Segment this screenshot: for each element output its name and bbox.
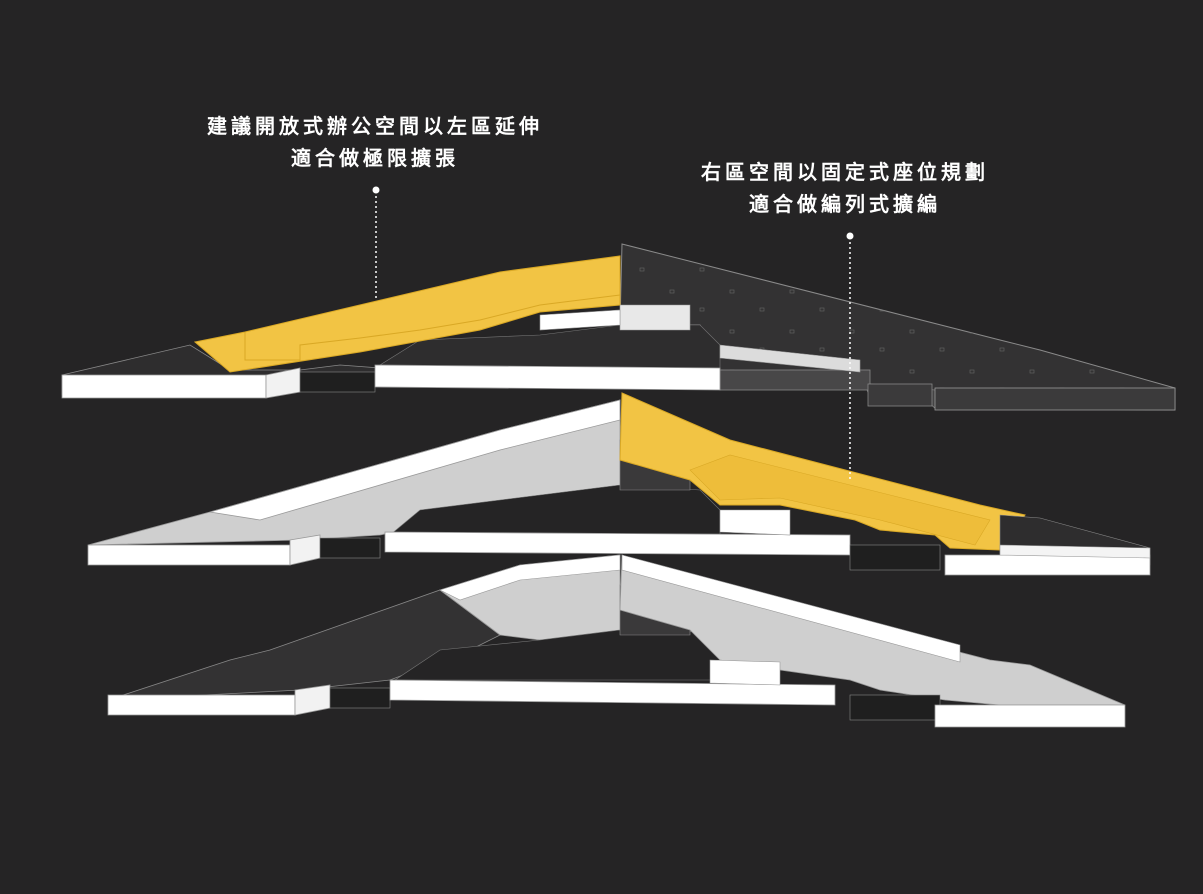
callout-right-dot <box>846 232 854 240</box>
floor-middle <box>87 392 1151 576</box>
floor-middle-front-wall-right <box>944 554 1151 576</box>
callout-leader-right <box>846 232 854 480</box>
callout-leader-left <box>372 186 380 300</box>
floor-top-highlight-left <box>193 255 621 373</box>
floor-top-front-wall-left <box>61 374 267 399</box>
floor-bottom <box>107 554 1126 728</box>
callout-right: 右區空間以固定式座位規劃 適合做編列式擴編 <box>660 156 1030 220</box>
floor-top <box>61 243 1176 411</box>
callout-right-line1: 右區空間以固定式座位規劃 <box>701 160 989 184</box>
callout-left-line1: 建議開放式辦公空間以左區延伸 <box>207 114 543 138</box>
callout-left-dot <box>372 186 380 194</box>
callout-right-line2: 適合做編列式擴編 <box>749 192 941 216</box>
floor-top-front-wall-center <box>374 364 721 391</box>
callout-left: 建議開放式辦公空間以左區延伸 適合做極限擴張 <box>170 110 580 174</box>
floor-middle-front-wall-center <box>384 531 851 556</box>
floor-middle-front-wall-left <box>87 544 291 566</box>
floor-bottom-front-wall-center <box>389 679 836 706</box>
callout-left-line2: 適合做極限擴張 <box>291 146 459 170</box>
floor-bottom-front-wall-right <box>934 704 1126 728</box>
floor-bottom-front-wall-left <box>107 694 296 716</box>
